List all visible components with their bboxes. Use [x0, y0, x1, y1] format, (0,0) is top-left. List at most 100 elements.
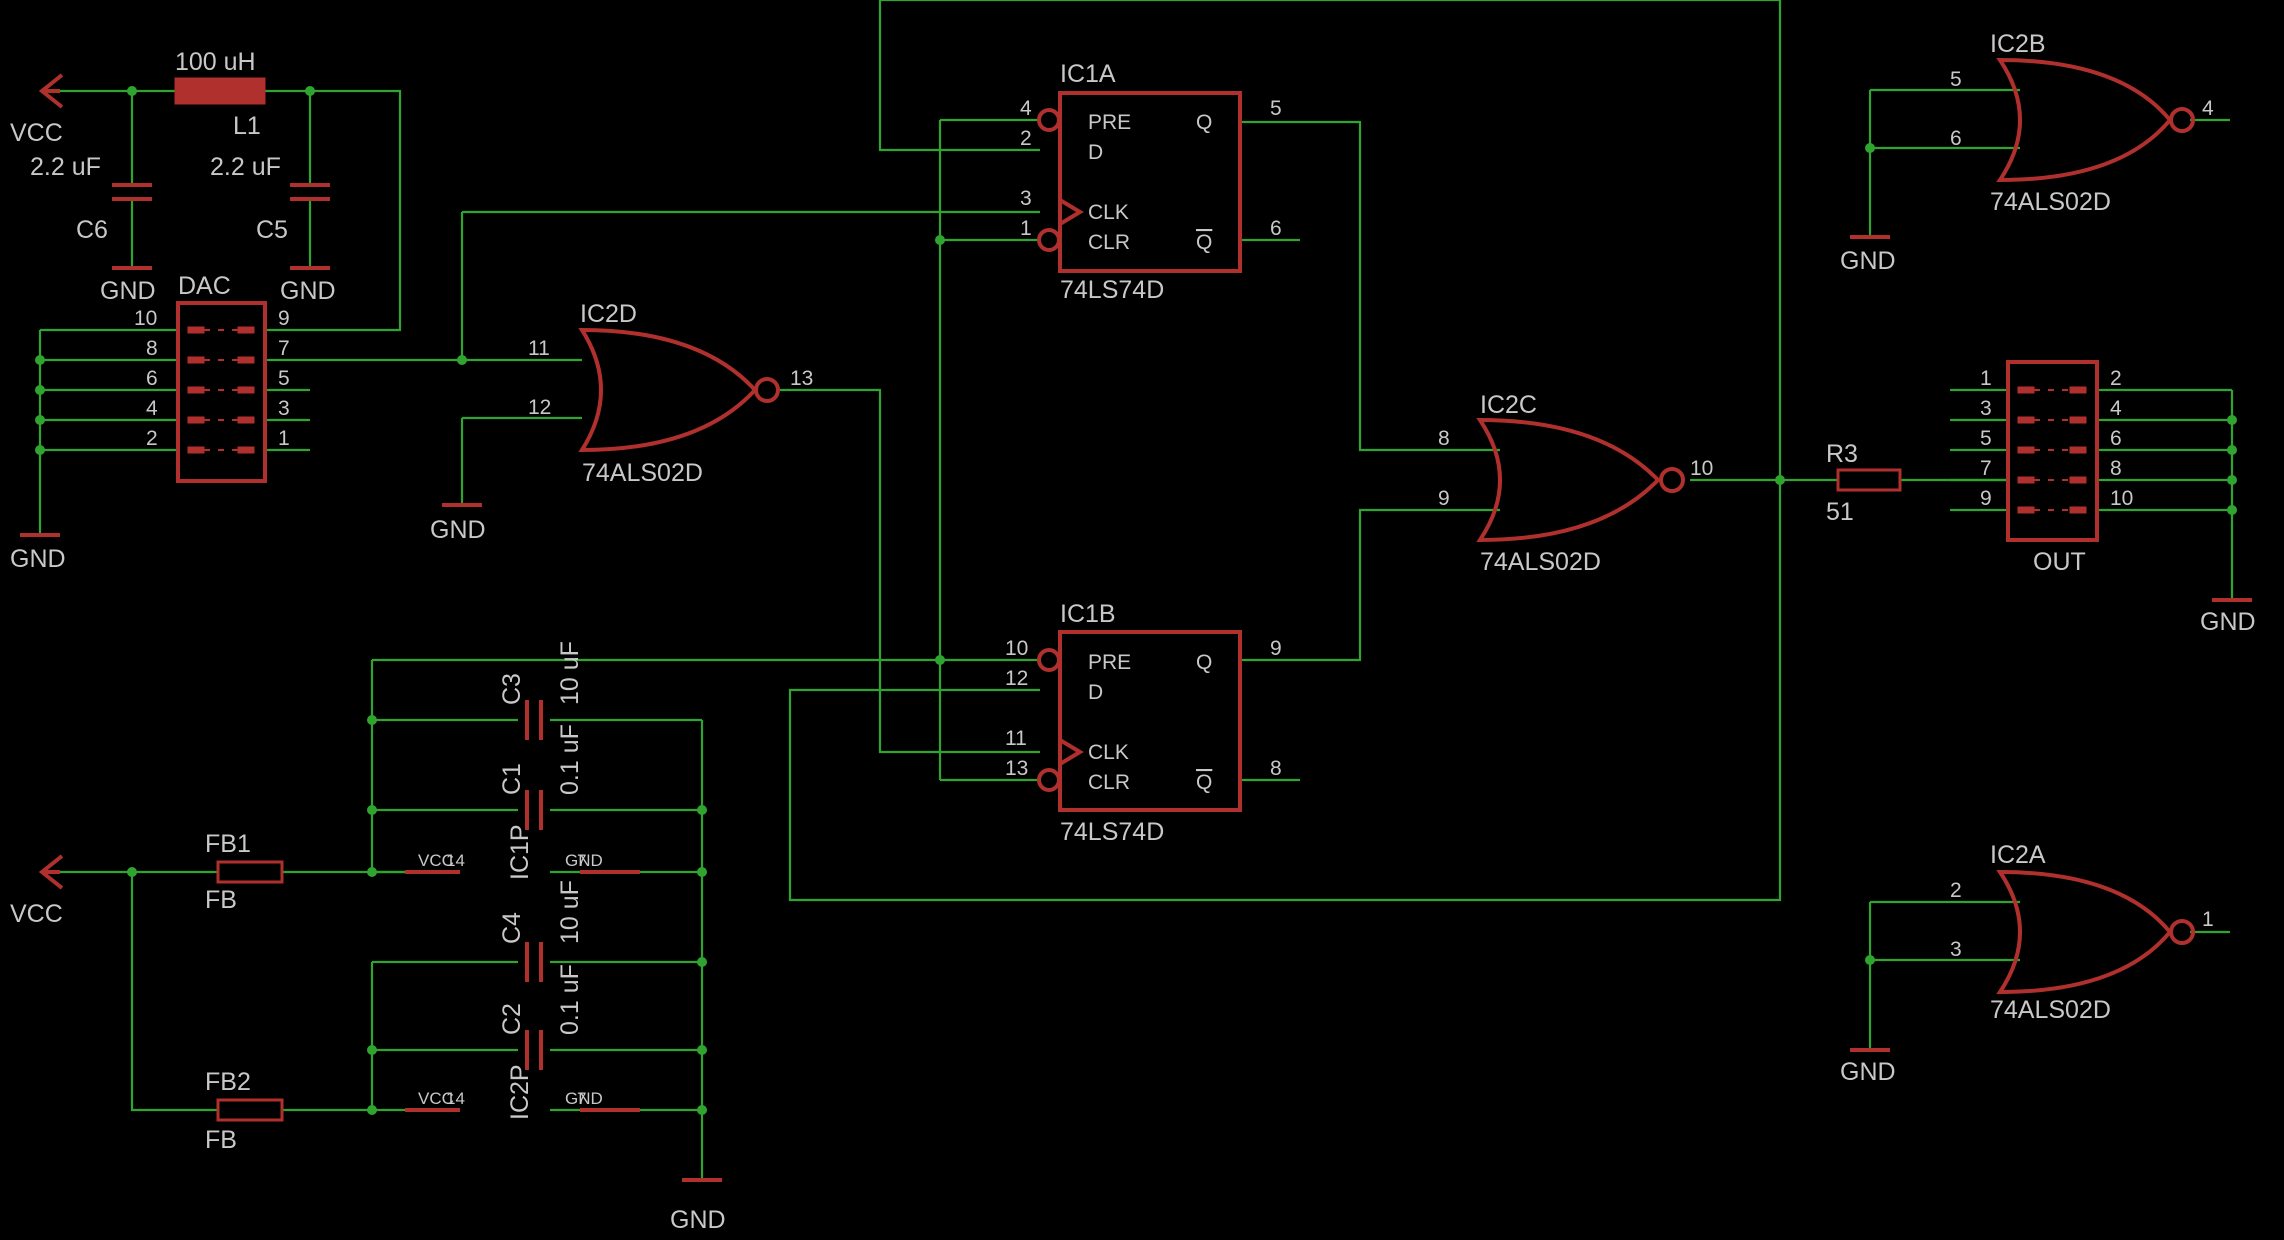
junctions [35, 86, 2237, 1115]
junction-dot [367, 715, 377, 725]
pin-label-pre: PRE [1088, 111, 1131, 134]
gate-pin: 3 [1950, 938, 1962, 961]
gnd-label: GND [2200, 608, 2256, 636]
gnd-label: GND [280, 277, 336, 305]
junction-dot [367, 867, 377, 877]
inductor-l1: 100 uH L1 [174, 48, 266, 140]
ferrite-fb1: FB1 FB [205, 830, 284, 914]
dac-pin: 8 [146, 337, 158, 360]
gnd-symbol-c5: GND [280, 266, 336, 305]
gate-part: 74ALS02D [1990, 188, 2111, 216]
gnd-pin-label: GND [565, 851, 603, 870]
wires [38, 0, 2234, 1180]
gate-name: IC2D [580, 300, 637, 328]
ic-name: IC1B [1060, 600, 1116, 628]
out-pin: 8 [2110, 457, 2122, 480]
gate-pin: 12 [528, 396, 551, 419]
inductor-name: L1 [233, 112, 261, 140]
junction-dot [35, 355, 45, 365]
flipflop-ic1a: IC1A 74LS74D PRE D CLK CLR Q Q 4 2 3 1 5… [1020, 60, 1282, 304]
cap-value: 2.2 uF [30, 153, 101, 181]
vcc-pin-label: VCC [418, 851, 454, 870]
gate-pin: 11 [528, 337, 550, 360]
power-pin-name: IC2P [506, 1064, 534, 1120]
gnd-symbol-c6: GND [100, 266, 156, 305]
gate-pin: 8 [1438, 427, 1450, 450]
out-pin: 1 [1980, 367, 1992, 390]
junction-dot [457, 355, 467, 365]
junction-dot [367, 1105, 377, 1115]
power-pins-ic2p: IC2P VCC 14 GND 7 [405, 1064, 640, 1120]
gate-name: IC2B [1990, 30, 2046, 58]
capacitor-c3: C3 10 uF [498, 641, 584, 740]
pin-label-qbar: Q [1196, 771, 1212, 794]
junction-dot [127, 86, 137, 96]
nor-gate-ic2a: IC2A 74ALS02D 2 3 1 [1950, 841, 2214, 1024]
pin-label-clk: CLK [1088, 201, 1129, 224]
cap-name: C6 [76, 216, 108, 244]
junction-dot [367, 1045, 377, 1055]
pin-label-d: D [1088, 141, 1103, 164]
pin-label-d: D [1088, 681, 1103, 704]
out-pin: 5 [1980, 427, 1992, 450]
capacitor-c5: 2.2 uF C5 [210, 153, 330, 244]
out-name: OUT [2033, 548, 2086, 576]
gate-name: IC2A [1990, 841, 2046, 869]
gate-pin: 6 [1950, 127, 1962, 150]
out-connector: OUT 1 3 5 7 9 2 4 6 8 10 [1980, 360, 2133, 576]
gnd-symbol-decoupling: GND [670, 1178, 726, 1234]
resistor-r3: R3 51 [1826, 440, 1902, 526]
dac-pin: 7 [278, 337, 290, 360]
out-pin: 6 [2110, 427, 2122, 450]
dac-pin: 5 [278, 367, 290, 390]
junction-dot [697, 867, 707, 877]
resistor-value: 51 [1826, 498, 1854, 526]
capacitor-c4: C4 10 uF [498, 880, 584, 982]
dac-pin: 3 [278, 397, 290, 420]
vcc-label: VCC [10, 119, 63, 147]
pin-label-qbar: Q [1196, 231, 1212, 254]
junction-dot [1775, 475, 1785, 485]
dac-pin: 10 [134, 307, 157, 330]
gate-pin: 1 [2202, 908, 2214, 931]
out-pin: 2 [2110, 367, 2122, 390]
junction-dot [305, 86, 315, 96]
pin-number: 10 [1005, 637, 1028, 660]
vcc-pin-number: 14 [446, 1089, 465, 1108]
pin-number: 1 [1020, 217, 1032, 240]
junction-dot [1865, 143, 1875, 153]
gnd-symbol-out: GND [2200, 598, 2256, 636]
pin-number: 8 [1270, 757, 1282, 780]
pin-label-pre: PRE [1088, 651, 1131, 674]
dac-connector: DAC 10 8 6 4 2 9 7 5 3 1 [134, 272, 290, 483]
pin-label-clr: CLR [1088, 771, 1130, 794]
vcc-label: VCC [10, 900, 63, 928]
gate-pin: 9 [1438, 487, 1450, 510]
pin-label-q: Q [1196, 651, 1212, 674]
gnd-label: GND [100, 277, 156, 305]
ferrite-fb2: FB2 FB [205, 1068, 284, 1154]
junction-dot [697, 1105, 707, 1115]
pin-number: 4 [1020, 97, 1032, 120]
nor-gate-ic2b: IC2B 74ALS02D 5 6 4 [1950, 30, 2214, 216]
power-pins-ic1p: IC1P VCC 14 GND 7 [405, 824, 640, 880]
gate-pin: 10 [1690, 457, 1713, 480]
vcc-symbol-top: VCC [10, 73, 64, 147]
junction-dot [935, 235, 945, 245]
junction-dot [2227, 505, 2237, 515]
pin-number: 12 [1005, 667, 1028, 690]
pin-number: 9 [1270, 637, 1282, 660]
out-pin: 4 [2110, 397, 2122, 420]
ferrite-value: FB [205, 1126, 237, 1154]
ic-name: IC1A [1060, 60, 1116, 88]
gate-part: 74ALS02D [1480, 548, 1601, 576]
pin-label-clk: CLK [1088, 741, 1129, 764]
cap-value: 0.1 uF [556, 964, 584, 1035]
gnd-symbol-ic2d: GND [430, 503, 486, 544]
pin-number: 2 [1020, 127, 1032, 150]
gate-name: IC2C [1480, 391, 1537, 419]
ferrite-name: FB2 [205, 1068, 251, 1096]
junction-dot [35, 385, 45, 395]
dac-pin: 9 [278, 307, 290, 330]
gate-pin: 2 [1950, 879, 1962, 902]
